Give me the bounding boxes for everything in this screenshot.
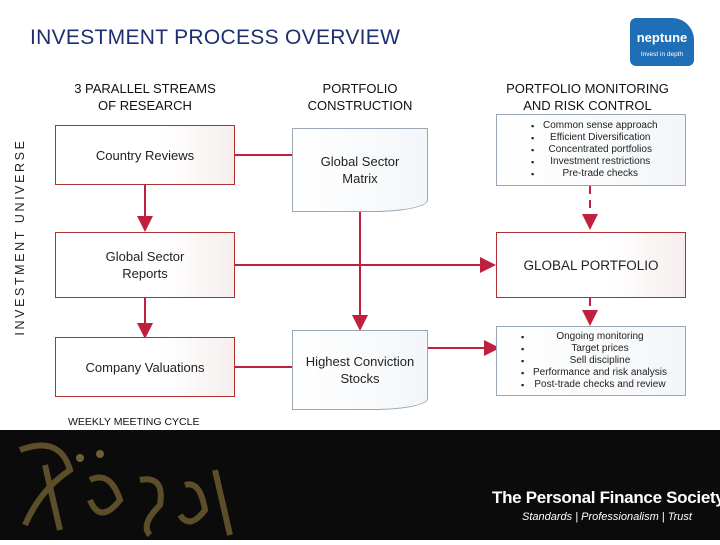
bullet-item: Performance and risk analysis bbox=[521, 367, 667, 379]
society-tagline: Standards | Professionalism | Trust bbox=[522, 511, 692, 523]
footer-banner bbox=[0, 430, 720, 540]
bullet-item: Concentrated portfolios bbox=[531, 144, 658, 156]
bullet-item: Pre-trade checks bbox=[531, 168, 658, 180]
top-bullet-list: Common sense approach Efficient Diversif… bbox=[531, 120, 658, 180]
box-global-portfolio: GLOBAL PORTFOLIO bbox=[496, 232, 686, 298]
bullet-item: Investment restrictions bbox=[531, 156, 658, 168]
bullet-item: Sell discipline bbox=[521, 355, 667, 367]
column-header-monitoring: PORTFOLIO MONITORING AND RISK CONTROL bbox=[506, 81, 669, 113]
page-title: INVESTMENT PROCESS OVERVIEW bbox=[30, 26, 401, 49]
column-header-construction: PORTFOLIO CONSTRUCTION bbox=[307, 81, 413, 113]
box-construction-principles: Common sense approach Efficient Diversif… bbox=[496, 114, 686, 186]
society-name: The Personal Finance Society bbox=[492, 488, 720, 507]
expect-brand-artwork bbox=[18, 442, 233, 538]
bullet-item: Efficient Diversification bbox=[531, 132, 658, 144]
neptune-logo bbox=[630, 18, 694, 66]
bullet-item: Target prices bbox=[521, 343, 667, 355]
box-country-reviews: Country Reviews bbox=[55, 125, 235, 185]
bullet-item: Post-trade checks and review bbox=[521, 379, 667, 391]
column-header-research: 3 PARALLEL STREAMS OF RESEARCH bbox=[74, 81, 216, 113]
box-company-valuations: Company Valuations bbox=[55, 337, 235, 397]
logo-name: neptune bbox=[636, 30, 688, 45]
box-global-sector-reports: Global Sector Reports bbox=[55, 232, 235, 298]
box-monitoring-tasks: Ongoing monitoring Target prices Sell di… bbox=[496, 326, 686, 396]
bullet-item: Common sense approach bbox=[531, 120, 658, 132]
weekly-meeting-label: WEEKLY MEETING CYCLE bbox=[68, 416, 200, 428]
bottom-bullet-list: Ongoing monitoring Target prices Sell di… bbox=[521, 331, 667, 391]
logo-tagline: Invest in depth bbox=[640, 51, 684, 58]
box-highest-conviction-stocks: Highest Conviction Stocks bbox=[292, 330, 428, 410]
flow-connectors bbox=[137, 154, 598, 368]
box-global-sector-matrix: Global Sector Matrix bbox=[292, 128, 428, 212]
bullet-item: Ongoing monitoring bbox=[521, 331, 667, 343]
